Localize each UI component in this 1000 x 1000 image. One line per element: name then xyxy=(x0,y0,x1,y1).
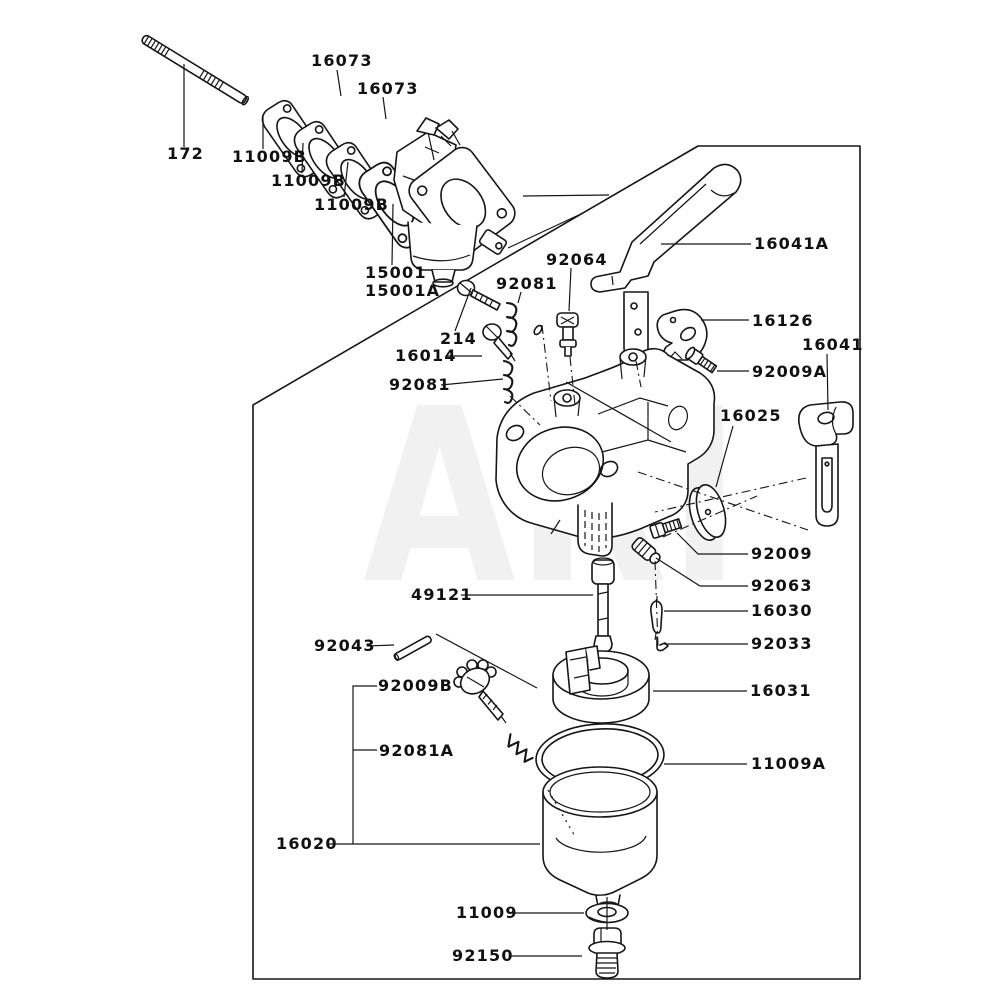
callout-92150[interactable]: 92150 xyxy=(452,946,514,965)
callout-16020[interactable]: 16020 xyxy=(276,834,338,853)
part-spring-92081a xyxy=(507,733,534,763)
callout-214[interactable]: 214 xyxy=(440,329,477,348)
part-screw-92009 xyxy=(649,518,683,539)
callout-15001a[interactable]: 15001A xyxy=(365,281,440,300)
callout-16041[interactable]: 16041 xyxy=(802,335,864,354)
callout-16041a[interactable]: 16041A xyxy=(754,234,829,253)
part-carb-assembly-15001 xyxy=(393,117,516,288)
callout-92033[interactable]: 92033 xyxy=(751,634,813,653)
callout-11009a[interactable]: 11009A xyxy=(751,754,826,773)
assembly-axis-lines xyxy=(509,324,809,930)
callout-11009b-1[interactable]: 11009B xyxy=(232,147,307,166)
part-jet-92063 xyxy=(631,537,661,565)
part-pin-92043 xyxy=(393,635,432,661)
part-lever-16041a xyxy=(590,163,742,360)
callout-172[interactable]: 172 xyxy=(167,144,204,163)
callout-16031[interactable]: 16031 xyxy=(750,681,812,700)
callout-92081a[interactable]: 92081A xyxy=(379,741,454,760)
callout-16030[interactable]: 16030 xyxy=(751,601,813,620)
callout-92009a[interactable]: 92009A xyxy=(752,362,827,381)
callout-11009b-3[interactable]: 11009B xyxy=(314,195,389,214)
part-screw-92009a xyxy=(684,346,718,374)
part-screw-214 xyxy=(456,279,501,311)
callout-92009b[interactable]: 92009B xyxy=(378,676,453,695)
leader-lines xyxy=(183,64,829,957)
part-drain-bolt-92150 xyxy=(588,927,626,979)
frame-border xyxy=(252,145,861,980)
part-float-16031 xyxy=(552,645,650,724)
part-stud-172 xyxy=(141,34,250,106)
callout-11009b-2[interactable]: 11009B xyxy=(271,171,346,190)
part-clip-92033 xyxy=(656,636,669,652)
part-spring-92081-top xyxy=(505,301,543,347)
callout-15001[interactable]: 15001 xyxy=(365,263,427,282)
callout-92043[interactable]: 92043 xyxy=(314,636,376,655)
callout-92081-2[interactable]: 92081 xyxy=(389,375,451,394)
part-needle-valve-16030 xyxy=(650,596,663,641)
callout-92081-1[interactable]: 92081 xyxy=(496,274,558,293)
callout-49121[interactable]: 49121 xyxy=(411,585,473,604)
part-screw-92064 xyxy=(556,312,579,357)
part-callouts: 16073 16073 172 11009B 11009B 11009B 150… xyxy=(167,51,864,965)
callout-16073-2[interactable]: 16073 xyxy=(357,79,419,98)
part-bracket-16041 xyxy=(797,401,854,527)
callout-11009[interactable]: 11009 xyxy=(456,903,518,922)
callout-16073-1[interactable]: 16073 xyxy=(311,51,373,70)
callout-16025[interactable]: 16025 xyxy=(720,406,782,425)
callout-16126[interactable]: 16126 xyxy=(752,311,814,330)
part-float-bowl-16020 xyxy=(542,766,658,911)
callout-16014[interactable]: 16014 xyxy=(395,346,457,365)
callout-92064[interactable]: 92064 xyxy=(546,250,608,269)
part-screw-16014 xyxy=(482,323,516,362)
callout-92063[interactable]: 92063 xyxy=(751,576,813,595)
callout-92009[interactable]: 92009 xyxy=(751,544,813,563)
assembly-reference-arrow xyxy=(507,194,610,249)
part-screw-92009b xyxy=(453,659,507,724)
